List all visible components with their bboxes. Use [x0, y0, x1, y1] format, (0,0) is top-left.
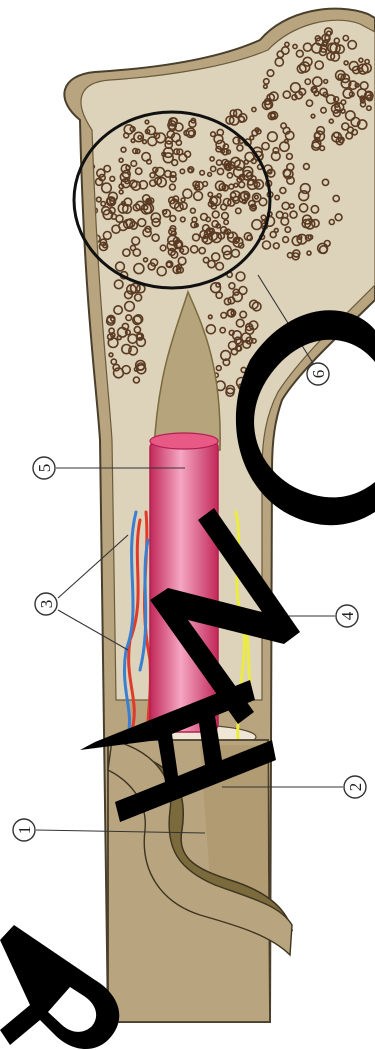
callout-1: 1: [13, 819, 35, 841]
callout-4-label: 4: [338, 611, 357, 620]
marrow-body: [150, 440, 218, 732]
callout-3: 3: [35, 593, 57, 615]
bone-marrow: [150, 433, 218, 732]
callout-4: 4: [336, 605, 358, 627]
callout-2-label: 2: [346, 783, 365, 792]
callout-3-label: 3: [37, 600, 56, 609]
watermark-letter-r: [0, 925, 119, 1049]
callout-6-label: 6: [309, 370, 328, 379]
callout-5: 5: [33, 457, 55, 479]
marrow-top: [150, 433, 218, 449]
callout-5-label: 5: [35, 464, 54, 473]
callout-6: 6: [307, 363, 329, 385]
callout-2: 2: [344, 776, 366, 798]
callout-1-label: 1: [15, 826, 34, 835]
